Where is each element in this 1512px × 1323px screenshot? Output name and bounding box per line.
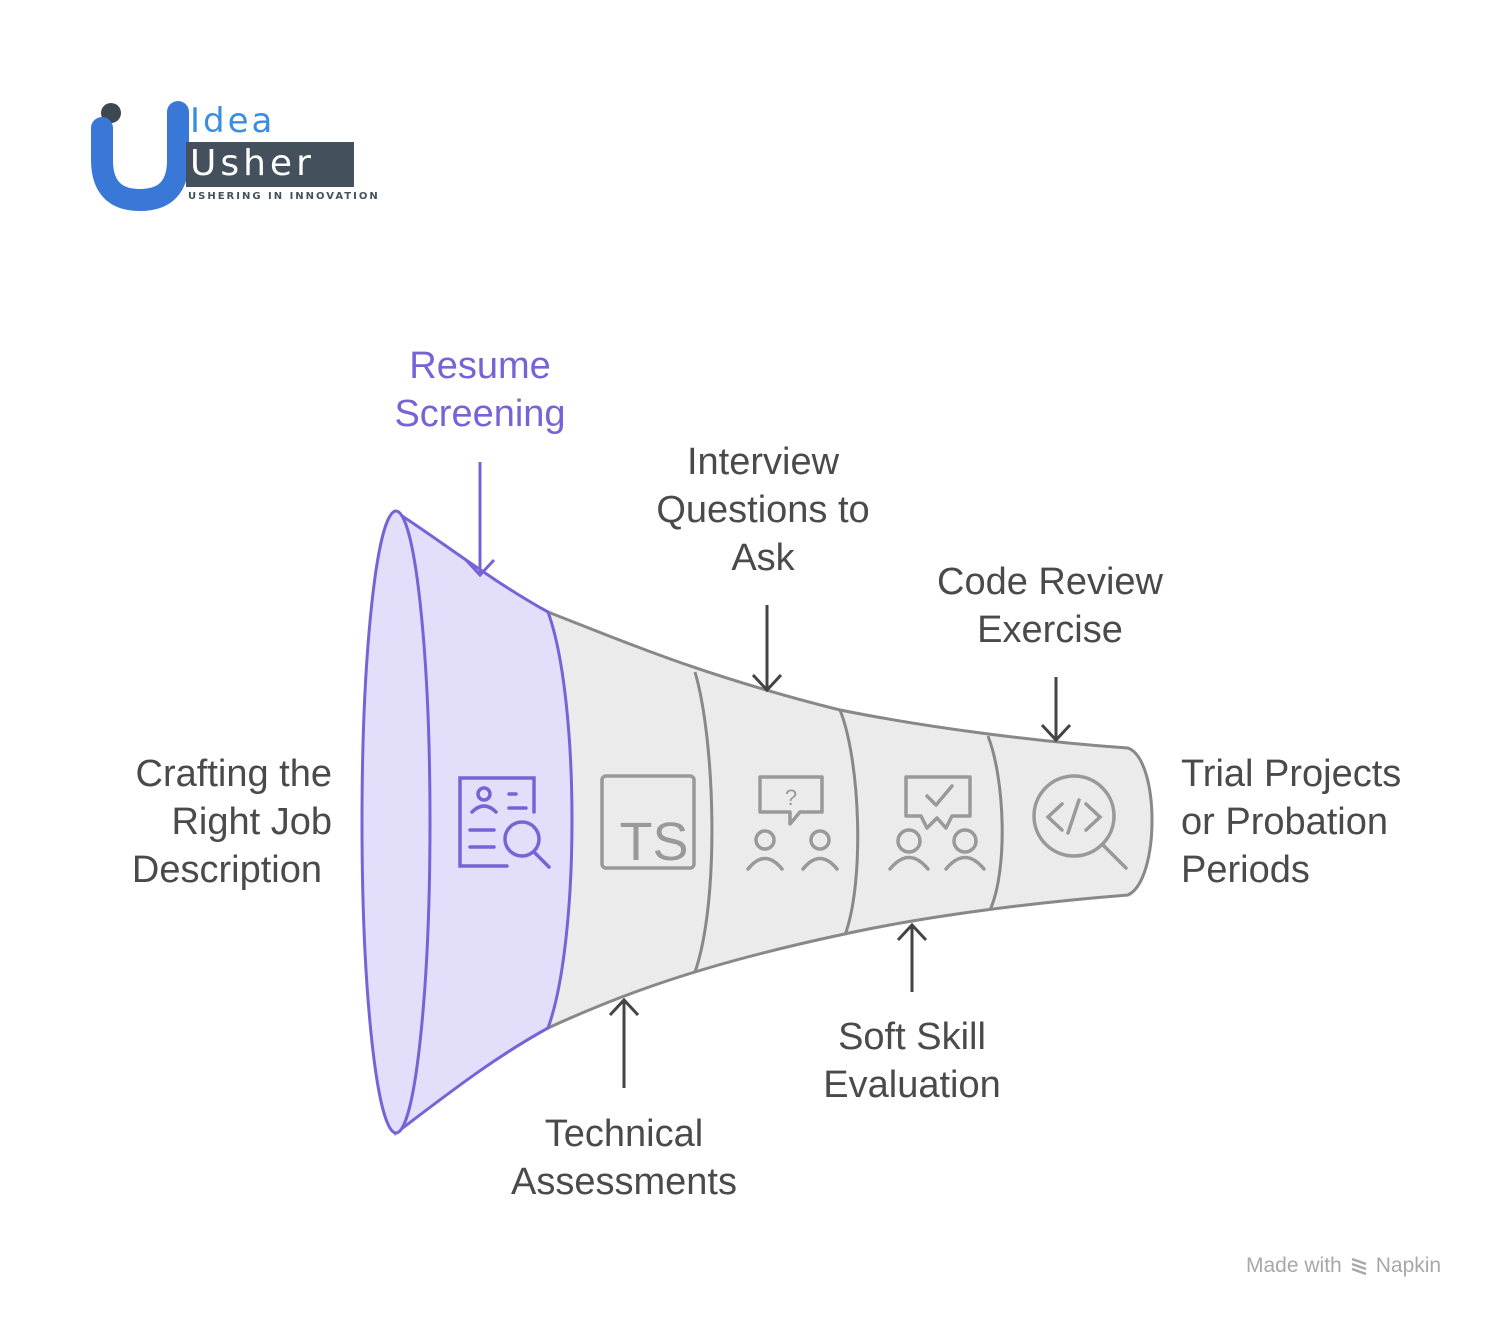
svg-text:TS: TS <box>619 812 688 872</box>
funnel-body-gray <box>546 609 1154 1031</box>
made-with-text: Made with <box>1246 1254 1342 1277</box>
svg-text:?: ? <box>785 785 797 810</box>
feedback-check-icon <box>888 775 986 871</box>
logo-u-shape <box>91 101 189 212</box>
interview-question-icon: ? <box>746 775 839 871</box>
arrow-soft-skill <box>896 922 928 992</box>
napkin-logo-icon <box>1351 1257 1367 1276</box>
logo-tagline: USHERING IN INNOVATION <box>188 191 380 202</box>
logo-word-bottom: Usher <box>190 143 315 184</box>
funnel-rim <box>360 509 432 1135</box>
divider-soft-code <box>986 735 1004 911</box>
logo-word-top: Idea <box>190 101 276 141</box>
made-with-napkin-badge: Made with Napkin <box>1246 1254 1441 1278</box>
resume-search-icon <box>458 776 551 869</box>
divider-interview-soft <box>838 709 860 936</box>
arrow-interview <box>751 605 783 693</box>
arrow-code-review <box>1040 677 1072 743</box>
code-search-icon <box>1032 774 1128 870</box>
logo-dark-band <box>186 142 354 187</box>
typescript-icon: TS <box>600 774 696 872</box>
arrow-resume-screening <box>464 462 496 578</box>
arrow-technical <box>608 997 640 1088</box>
logo <box>91 101 354 212</box>
divider-tech-interview <box>693 671 714 973</box>
napkin-brand-text: Napkin <box>1375 1254 1442 1277</box>
